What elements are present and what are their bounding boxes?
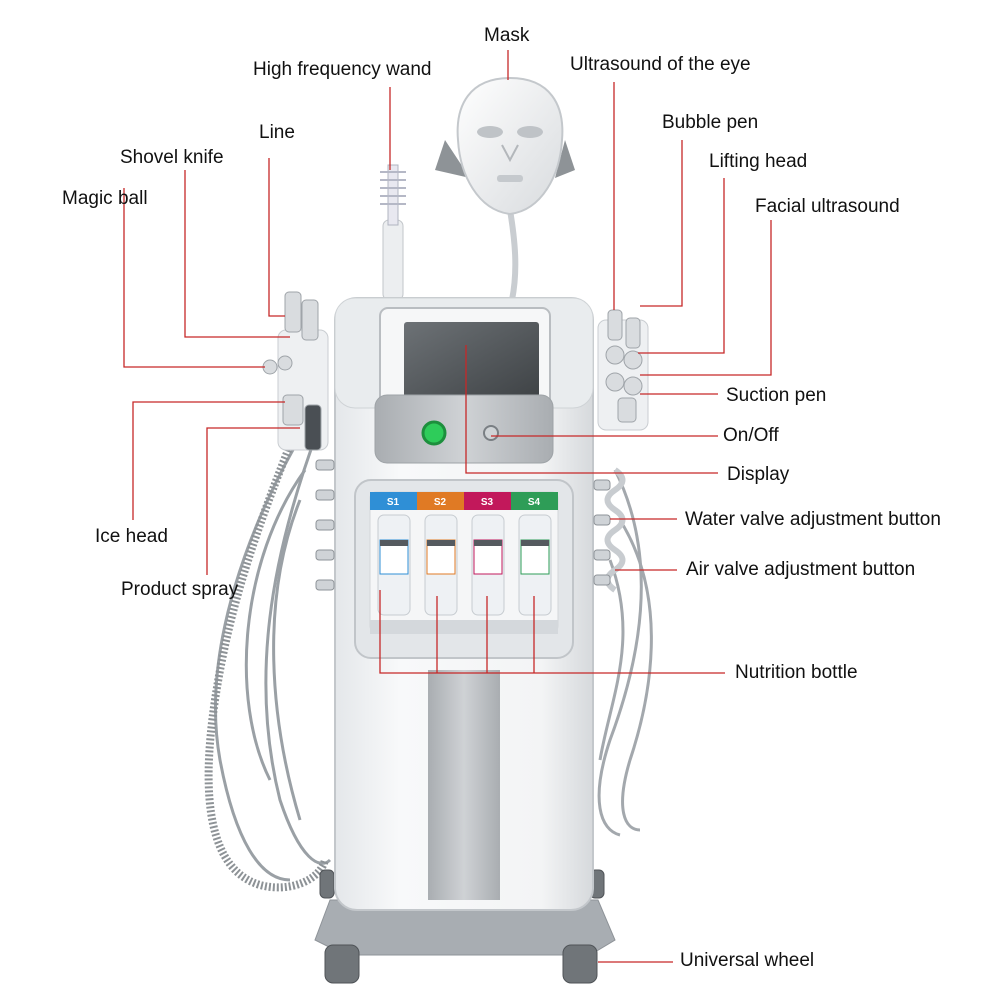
label-magic-ball: Magic ball [62, 188, 148, 209]
label-mask: Mask [484, 25, 530, 46]
label-shovel-knife: Shovel knife [120, 147, 224, 168]
control-panel [374, 394, 554, 464]
left-handpieces [262, 291, 322, 451]
slot-label-s3: S3 [481, 497, 494, 508]
display-screen [404, 322, 539, 400]
label-universal-wheel: Universal wheel [680, 950, 815, 971]
mask-face [456, 76, 564, 216]
slot-label-s1: S1 [387, 497, 400, 508]
label-facial-ultrasound: Facial ultrasound [755, 196, 900, 217]
bottle-tags [379, 539, 550, 575]
label-nutrition-bottle: Nutrition bottle [735, 662, 858, 683]
wand-comb [380, 171, 406, 205]
label-bubble-pen: Bubble pen [662, 112, 759, 133]
corrugated-hose [204, 418, 329, 892]
power-button [421, 420, 447, 446]
slot-label-s4: S4 [528, 497, 541, 508]
label-ultrasound-eye: Ultrasound of the eye [570, 54, 751, 75]
slot-label-s2: S2 [434, 497, 447, 508]
slot-labels: S1 S2 S3 S4 [387, 497, 541, 508]
right-handpieces [605, 309, 643, 423]
on-off-button [483, 425, 499, 441]
label-ice-head: Ice head [95, 526, 168, 547]
label-water-valve: Water valve adjustment button [685, 509, 941, 530]
label-high-frequency-wand: High frequency wand [253, 59, 432, 80]
side-knobs [315, 459, 611, 591]
label-suction-pen: Suction pen [726, 385, 827, 406]
left-cables [214, 419, 332, 882]
label-line: Line [259, 122, 295, 143]
slot-strip [370, 492, 558, 510]
label-lifting-head: Lifting head [709, 151, 808, 172]
label-display: Display [727, 464, 790, 485]
right-cables [597, 469, 653, 837]
label-product-spray: Product spray [121, 579, 239, 600]
wheels [319, 869, 605, 984]
label-on-off: On/Off [723, 425, 779, 446]
label-air-valve: Air valve adjustment button [686, 559, 916, 580]
mask-strap [435, 140, 575, 178]
wand-handle [382, 219, 404, 301]
mask-arm [507, 209, 519, 301]
leader-lines [123, 50, 772, 963]
center-stripe [428, 670, 500, 900]
